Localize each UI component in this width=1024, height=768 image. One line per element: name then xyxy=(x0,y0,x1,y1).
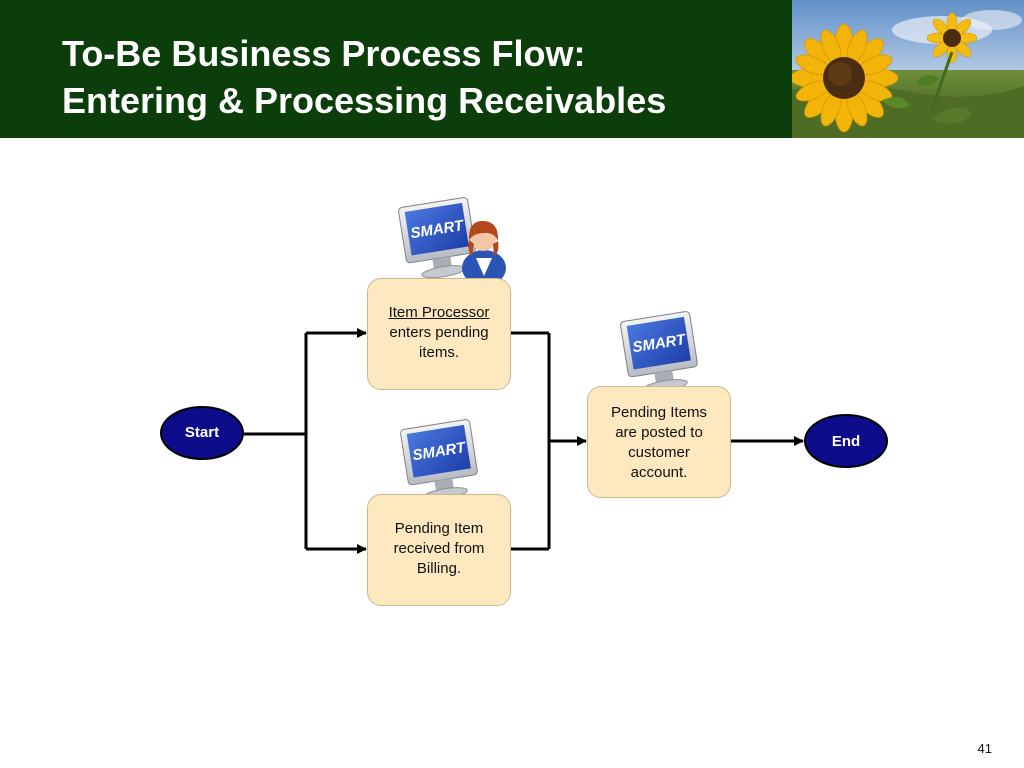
smart-monitor-icon: SMART xyxy=(620,311,698,393)
process-box-item-processor: Item Processor enters pending items. xyxy=(367,278,511,390)
box-text-line: Item Processor xyxy=(388,304,490,321)
smart-monitor-icon: SMART xyxy=(400,419,478,501)
slide-title: To-Be Business Process Flow: Entering & … xyxy=(62,30,666,124)
person-icon xyxy=(462,220,506,286)
box-text-line: items. xyxy=(418,344,459,361)
title-line-2: Entering & Processing Receivables xyxy=(62,80,667,121)
title-line-1: To-Be Business Process Flow: xyxy=(62,33,586,74)
end-label: End xyxy=(831,433,861,450)
box-text-line: Pending Item xyxy=(394,520,484,537)
box-text-line: enters pending xyxy=(389,324,489,341)
start-terminal xyxy=(160,406,244,460)
box-text-line: received from xyxy=(393,540,485,557)
box-text-line: customer xyxy=(628,444,690,461)
smart-monitor-icon: SMART xyxy=(398,197,476,279)
end-terminal xyxy=(804,414,888,468)
box-text-line: are posted to xyxy=(615,424,703,441)
page-number: 41 xyxy=(977,741,992,756)
start-label: Start xyxy=(184,424,220,441)
box-text-line: Billing. xyxy=(416,560,462,577)
process-box-posted: Pending Items are posted to customer acc… xyxy=(587,386,731,498)
sunflower-photo xyxy=(792,0,1024,138)
connectors xyxy=(244,328,804,554)
box-text-line: Pending Items xyxy=(611,404,707,421)
process-box-billing: Pending Item received from Billing. xyxy=(367,494,511,606)
box-text-line: account. xyxy=(630,464,688,481)
